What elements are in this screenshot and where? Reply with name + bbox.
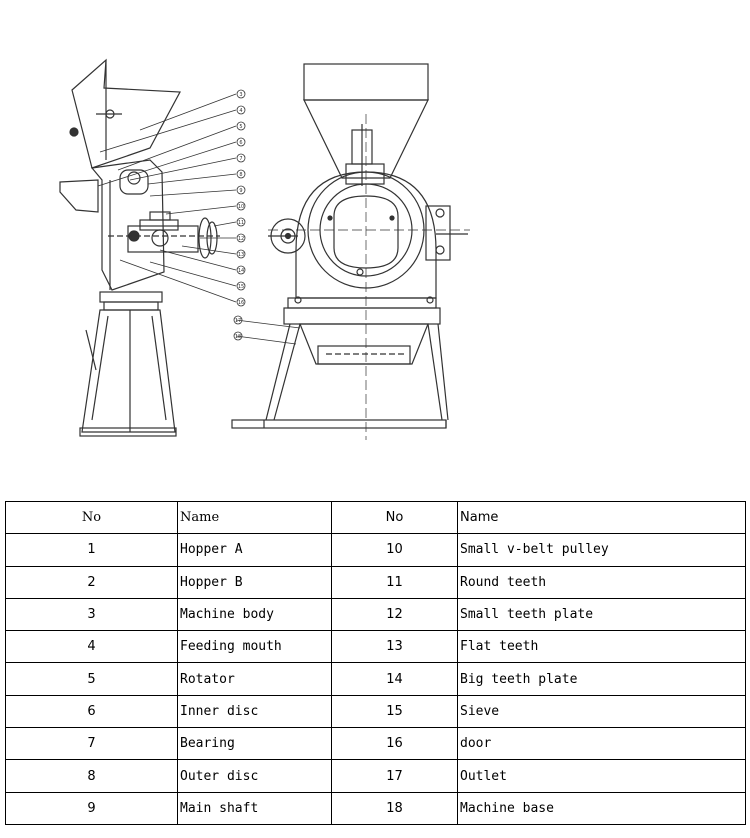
callout-16 — [233, 331, 243, 341]
callout-number: 18 — [235, 334, 241, 340]
callout-number: 12 — [238, 236, 244, 242]
table-row: 5 Rotator 14 Big teeth plate — [5, 662, 746, 696]
header-no-left: No — [5, 500, 178, 535]
part-no: 10 — [331, 533, 458, 567]
table-row: 7 Bearing 16 door — [5, 727, 746, 761]
part-no: 15 — [331, 694, 458, 729]
callout-6 — [236, 169, 246, 179]
header-name-right: Name — [457, 500, 746, 535]
header-name-left: Name — [177, 500, 332, 535]
callout-markers — [233, 89, 246, 341]
callout-number: 14 — [238, 268, 244, 274]
callout-14 — [236, 297, 246, 307]
part-name: Sieve — [457, 694, 746, 729]
part-name: door — [457, 727, 746, 761]
callout-5 — [236, 153, 246, 163]
table-row: 9 Main shaft 18 Machine base — [5, 791, 746, 825]
part-name: Small teeth plate — [457, 597, 746, 632]
side-body — [90, 159, 165, 291]
table-row: 2 Hopper B 11 Round teeth — [5, 565, 746, 599]
front-outlet — [317, 345, 411, 365]
part-no: 12 — [331, 597, 458, 632]
part-name: Flat teeth — [457, 630, 746, 664]
part-no: 16 — [331, 727, 458, 761]
part-no: 3 — [5, 597, 178, 632]
callout-number: 15 — [238, 284, 244, 290]
callout-10 — [236, 233, 246, 243]
callout-number: 4 — [239, 108, 242, 114]
part-name: Machine body — [177, 597, 332, 632]
part-no: 18 — [331, 791, 458, 825]
machine-drawing: 3 4 5 6 7 8 9 10 11 12 13 14 15 16 17 18 — [59, 58, 470, 440]
callout-3 — [236, 121, 246, 131]
part-no: 6 — [5, 694, 178, 729]
callout-7 — [236, 185, 246, 195]
callout-number: 7 — [239, 156, 242, 162]
callout-number: 9 — [239, 188, 242, 194]
callout-12 — [236, 265, 246, 275]
callout-number: 6 — [239, 140, 242, 146]
table-row: 4 Feeding mouth 13 Flat teeth — [5, 630, 746, 664]
part-no: 5 — [5, 662, 178, 696]
front-view — [231, 63, 470, 440]
part-no: 14 — [331, 662, 458, 696]
part-name: Rotator — [177, 662, 332, 696]
callout-2 — [236, 105, 246, 115]
callout-number: 8 — [239, 172, 242, 178]
table-row: 8 Outer disc 17 Outlet — [5, 759, 746, 793]
part-name: Inner disc — [177, 694, 332, 729]
callout-number: 13 — [238, 252, 244, 258]
callout-15 — [233, 315, 243, 325]
side-hopper — [71, 58, 181, 169]
part-no: 11 — [331, 565, 458, 599]
part-name: Main shaft — [177, 791, 332, 825]
part-no: 7 — [5, 727, 178, 761]
table-row: 1 Hopper A 10 Small v-belt pulley — [5, 533, 746, 567]
callout-number: 5 — [239, 124, 242, 130]
part-name: Machine base — [457, 791, 746, 825]
table-row: 6 Inner disc 15 Sieve — [5, 694, 746, 729]
table-row: 3 Machine body 12 Small teeth plate — [5, 597, 746, 632]
table-header-row: No Name No Name — [5, 500, 746, 535]
callout-11 — [236, 249, 246, 259]
part-no: 4 — [5, 630, 178, 664]
part-name: Small v-belt pulley — [457, 533, 746, 567]
callout-number: 17 — [235, 318, 241, 324]
callout-1 — [236, 89, 246, 99]
part-no: 9 — [5, 791, 178, 825]
part-no: 2 — [5, 565, 178, 599]
callout-number: 3 — [239, 92, 242, 98]
callout-4 — [236, 137, 246, 147]
callout-leaders — [97, 93, 301, 345]
front-hopper — [303, 63, 429, 101]
part-name: Hopper B — [177, 565, 332, 599]
part-name: Round teeth — [457, 565, 746, 599]
part-name: Big teeth plate — [457, 662, 746, 696]
part-name: Bearing — [177, 727, 332, 761]
callout-number: 10 — [238, 204, 244, 210]
part-name: Feeding mouth — [177, 630, 332, 664]
parts-table: No Name No Name 1 Hopper A 10 Small v-be… — [5, 500, 746, 825]
part-name: Outlet — [457, 759, 746, 793]
part-name: Outer disc — [177, 759, 332, 793]
callout-8 — [236, 201, 246, 211]
callout-13 — [236, 281, 246, 291]
part-no: 17 — [331, 759, 458, 793]
part-name: Hopper A — [177, 533, 332, 567]
callout-number: 11 — [238, 220, 244, 226]
header-no-right: No — [331, 500, 458, 535]
part-no: 1 — [5, 533, 178, 567]
part-no: 8 — [5, 759, 178, 793]
callout-9 — [236, 217, 246, 227]
part-no: 13 — [331, 630, 458, 664]
side-base — [81, 309, 176, 433]
callout-number: 16 — [238, 300, 244, 306]
